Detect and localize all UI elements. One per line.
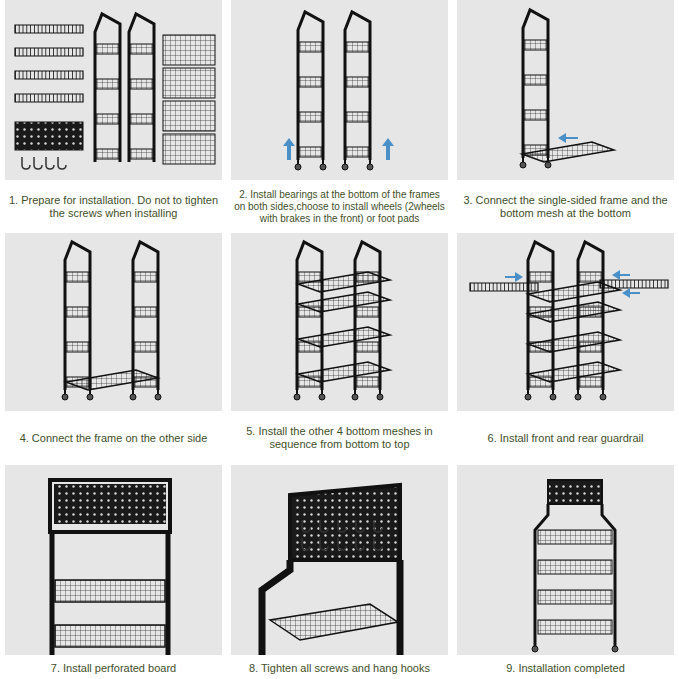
caption-cell: 6. Install front and rear guardrail [460, 413, 671, 463]
panel-8 [231, 465, 448, 655]
panel-9 [457, 465, 674, 655]
step-caption: 7. Install perforated board [51, 662, 176, 675]
panel-5 [231, 233, 448, 411]
panel-1 [5, 0, 222, 180]
panel-6 [457, 233, 674, 411]
step-caption: 8. Tighten all screws and hang hooks [249, 662, 430, 675]
caption-cell: 2. Install bearings at the bottom of the… [234, 181, 445, 232]
panel-7 [5, 465, 222, 655]
caption-cell: 1. Prepare for installation. Do not to t… [8, 181, 219, 232]
caption-cell: 3. Connect the single-sided frame and th… [460, 181, 671, 232]
caption-cell: 8. Tighten all screws and hang hooks [234, 657, 445, 679]
step-caption: 9. Installation completed [506, 662, 625, 675]
step-caption: 1. Prepare for installation. Do not to t… [8, 194, 219, 220]
step-caption: 3. Connect the single-sided frame and th… [460, 194, 671, 220]
caption-cell: 9. Installation completed [460, 657, 671, 679]
caption-cell: 5. Install the other 4 bottom meshes in … [234, 413, 445, 463]
panel-3 [457, 0, 674, 180]
step-caption: 4. Connect the frame on the other side [20, 432, 208, 445]
step-caption: 2. Install bearings at the bottom of the… [234, 189, 445, 225]
step-caption: 6. Install front and rear guardrail [488, 432, 644, 445]
caption-cell: 7. Install perforated board [8, 657, 219, 679]
step-caption: 5. Install the other 4 bottom meshes in … [234, 425, 445, 451]
panel-2 [231, 0, 448, 180]
caption-cell: 4. Connect the frame on the other side [8, 413, 219, 463]
panel-4 [5, 233, 222, 411]
